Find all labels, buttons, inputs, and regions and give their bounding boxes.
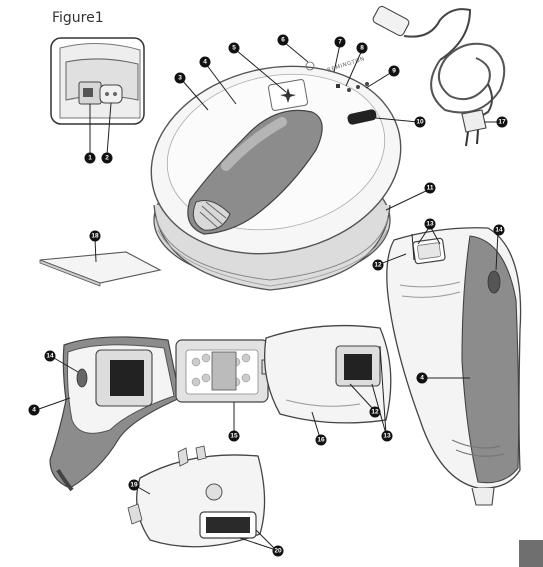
svg-text:13: 13 xyxy=(426,221,434,228)
callout-5: 5 xyxy=(228,42,240,54)
rear-panel-inset xyxy=(50,37,145,156)
svg-text:14: 14 xyxy=(495,227,503,234)
callout-2: 2 xyxy=(101,152,113,164)
callout-6: 6 xyxy=(277,34,289,46)
svg-text:8: 8 xyxy=(360,45,364,52)
callout-12a: 12 xyxy=(372,259,384,271)
callout-4b: 4 xyxy=(416,372,428,384)
page-tab-marker xyxy=(519,540,543,567)
svg-text:12: 12 xyxy=(371,409,379,416)
callout-15: 15 xyxy=(228,430,240,442)
callout-10: 10 xyxy=(414,116,426,128)
svg-text:16: 16 xyxy=(317,437,325,444)
callout-11: 11 xyxy=(424,182,436,194)
callout-14a: 14 xyxy=(493,224,505,236)
callout-9: 9 xyxy=(388,65,400,77)
callouts: 1 2 3 4 5 6 7 8 9 10 11 12 13 14 4 17 18… xyxy=(28,34,508,557)
svg-text:11: 11 xyxy=(427,185,434,192)
callout-13a: 13 xyxy=(424,218,436,230)
svg-text:3: 3 xyxy=(178,75,182,82)
callout-16: 16 xyxy=(315,434,327,446)
svg-text:6: 6 xyxy=(281,37,285,44)
handpiece-left-opened xyxy=(49,336,181,492)
callout-7: 7 xyxy=(334,36,346,48)
svg-text:14: 14 xyxy=(46,353,54,360)
svg-text:4: 4 xyxy=(420,375,424,382)
callout-13b: 13 xyxy=(381,430,393,442)
svg-text:15: 15 xyxy=(230,433,238,440)
svg-text:9: 9 xyxy=(392,68,396,75)
svg-text:5: 5 xyxy=(232,45,236,52)
power-adapter xyxy=(372,5,506,147)
svg-text:1: 1 xyxy=(88,155,92,162)
treatment-attachment xyxy=(263,324,392,424)
figure-title: Figure1 xyxy=(52,10,104,26)
bottom-attachment xyxy=(127,445,266,548)
svg-text:19: 19 xyxy=(130,482,138,489)
callout-4a: 4 xyxy=(199,56,211,68)
svg-text:4: 4 xyxy=(32,407,36,414)
handpiece-right xyxy=(386,227,522,506)
leader-lines xyxy=(35,41,500,551)
callout-12b: 12 xyxy=(369,406,381,418)
callout-8: 8 xyxy=(356,42,368,54)
svg-text:17: 17 xyxy=(498,119,506,126)
callout-19: 19 xyxy=(128,479,140,491)
brand-label: REMINGTON xyxy=(327,56,366,74)
svg-text:18: 18 xyxy=(91,233,99,240)
svg-text:10: 10 xyxy=(416,119,424,126)
callout-4c: 4 xyxy=(28,404,40,416)
svg-text:2: 2 xyxy=(105,155,109,162)
callout-18: 18 xyxy=(89,230,101,242)
base-station: REMINGTON xyxy=(150,56,402,291)
flash-cartridge xyxy=(175,339,275,403)
callout-14b: 14 xyxy=(44,350,56,362)
callout-3: 3 xyxy=(174,72,186,84)
svg-text:4: 4 xyxy=(203,59,207,66)
svg-text:20: 20 xyxy=(274,548,282,555)
svg-text:13: 13 xyxy=(383,433,391,440)
callout-1: 1 xyxy=(84,152,96,164)
callout-17: 17 xyxy=(496,116,508,128)
cleaning-cloth xyxy=(39,237,162,287)
callout-20: 20 xyxy=(272,545,284,557)
svg-text:12: 12 xyxy=(374,262,382,269)
svg-text:7: 7 xyxy=(338,39,342,46)
